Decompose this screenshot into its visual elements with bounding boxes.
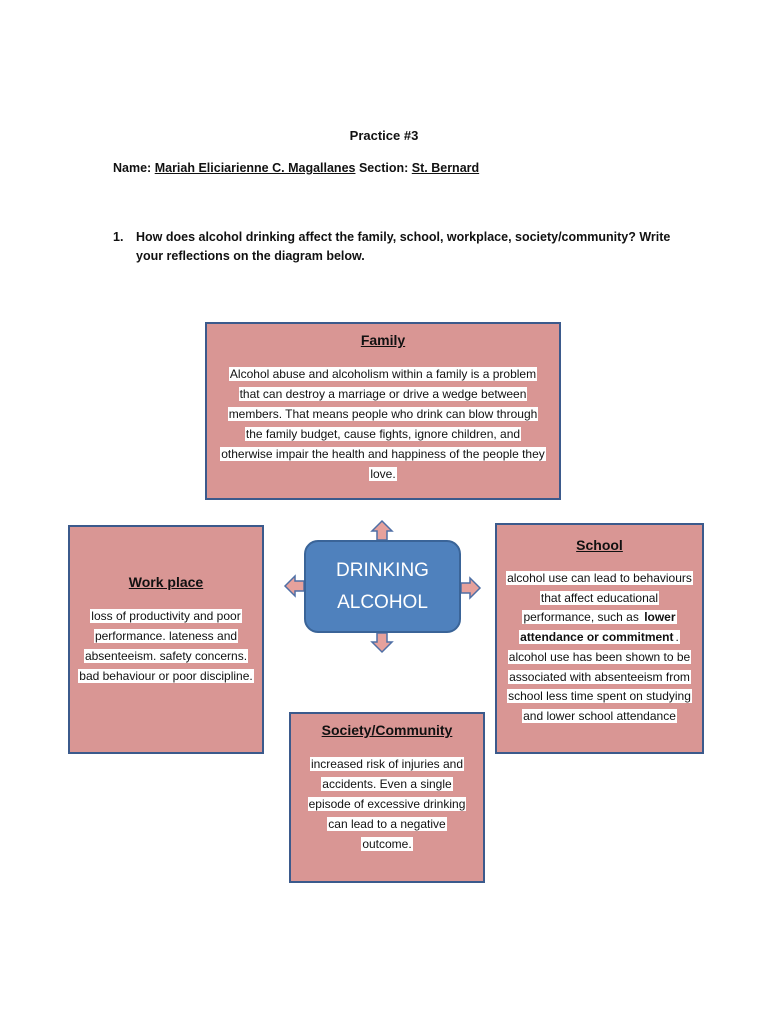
family-title: Family xyxy=(360,332,406,348)
workplace-text: loss of productivity and poor performanc… xyxy=(78,609,254,683)
question-line-1: How does alcohol drinking affect the fam… xyxy=(136,230,671,244)
society-text: increased risk of injuries and accidents… xyxy=(307,757,467,851)
arrow-down-icon xyxy=(370,632,394,654)
family-box: Family Alcohol abuse and alcoholism with… xyxy=(205,322,561,500)
question-line-2: your reflections on the diagram below. xyxy=(136,249,365,263)
question-1: 1. How does alcohol drinking affect the … xyxy=(113,228,673,266)
arrow-left-icon xyxy=(283,574,305,598)
family-text: Alcohol abuse and alcoholism within a fa… xyxy=(220,367,546,481)
name-label: Name: xyxy=(113,161,152,175)
society-title: Society/Community xyxy=(321,722,453,738)
school-title: School xyxy=(576,537,623,553)
question-number: 1. xyxy=(113,230,124,244)
name-section-line: Name: Mariah Eliciarienne C. Magallanes … xyxy=(113,161,479,175)
center-node: DRINKING ALCOHOL xyxy=(304,540,461,633)
page-title: Practice #3 xyxy=(349,128,419,143)
center-line-2: ALCOHOL xyxy=(337,591,428,613)
arrow-up-icon xyxy=(370,519,394,541)
section-value: St. Bernard xyxy=(411,161,480,175)
workplace-title: Work place xyxy=(128,574,204,590)
center-line-1: DRINKING xyxy=(336,559,429,581)
school-box: School alcohol use can lead to behaviour… xyxy=(495,523,704,754)
school-text-end: . alcohol use has been shown to be assoc… xyxy=(507,630,692,723)
workplace-box: Work place loss of productivity and poor… xyxy=(68,525,264,754)
section-label: Section: xyxy=(358,161,409,175)
society-box: Society/Community increased risk of inju… xyxy=(289,712,485,883)
name-value: Mariah Eliciarienne C. Magallanes xyxy=(154,161,356,175)
arrow-right-icon xyxy=(460,576,482,600)
